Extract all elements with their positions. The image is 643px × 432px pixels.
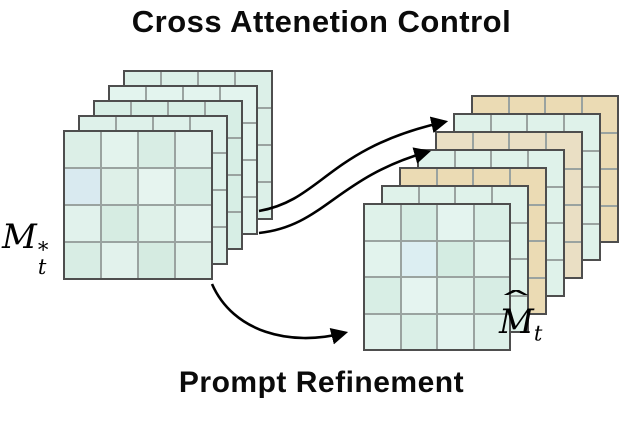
grid-cell xyxy=(401,314,436,349)
grid-cell xyxy=(102,243,137,278)
grid-cell xyxy=(139,169,174,204)
grid-cell xyxy=(176,206,211,241)
grid-cell xyxy=(102,169,137,204)
hat-accent: ˆ xyxy=(496,288,536,319)
grid-cell xyxy=(365,314,400,349)
grid-cell xyxy=(474,314,509,349)
grid-cell xyxy=(401,278,436,313)
left-stack-label: M*t xyxy=(2,217,49,279)
grid-cell xyxy=(438,205,473,240)
left-attention-map-stack xyxy=(63,70,273,280)
grid-cell xyxy=(365,278,400,313)
grid-cell xyxy=(139,243,174,278)
grid-cell xyxy=(65,169,100,204)
grid-cell xyxy=(401,205,436,240)
grid-cell xyxy=(139,132,174,167)
left-label-subscript: t xyxy=(37,253,47,279)
grid-cell xyxy=(438,241,473,276)
grid-cell xyxy=(365,241,400,276)
grid-cell xyxy=(139,206,174,241)
right-label-base: M xyxy=(499,302,534,342)
grid-cell xyxy=(65,243,100,278)
grid-cell xyxy=(102,206,137,241)
grid-cell xyxy=(365,205,400,240)
grid-cell xyxy=(102,132,137,167)
grid-cell xyxy=(401,241,436,276)
prompt-refinement-arrow xyxy=(210,283,349,345)
grid-cell xyxy=(474,241,509,276)
grid-cell xyxy=(65,132,100,167)
grid-cell xyxy=(65,206,100,241)
grid-cell xyxy=(438,278,473,313)
diagram-title: Cross Attenetion Control xyxy=(131,4,512,39)
grid-cell xyxy=(474,278,509,313)
right-label-subscript: t xyxy=(533,320,543,346)
left-label-superscript: * xyxy=(37,237,49,263)
grid-cell xyxy=(176,243,211,278)
grid-cell xyxy=(474,205,509,240)
diagram-footer: Prompt Refinement xyxy=(178,366,465,399)
left-label-base: M xyxy=(2,217,37,257)
right-attention-map-stack xyxy=(363,95,619,351)
front-grid xyxy=(363,203,511,351)
grid-cell xyxy=(176,169,211,204)
grid-cell xyxy=(176,132,211,167)
front-grid xyxy=(63,130,213,280)
grid-cell xyxy=(438,314,473,349)
